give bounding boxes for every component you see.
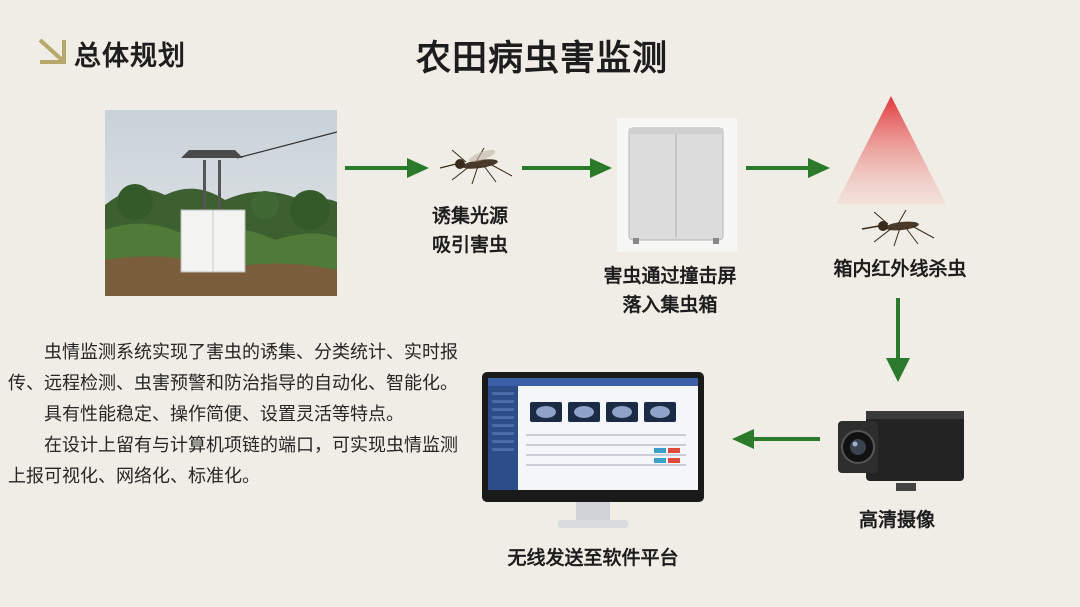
arrow-right-icon — [522, 156, 614, 180]
description-paragraph: 具有性能稳定、操作简便、设置灵活等特点。 — [8, 399, 463, 430]
box-caption-line1: 害虫通过撞击屏 — [585, 262, 755, 291]
arrow-right-icon — [345, 156, 431, 180]
infrared-caption: 箱内红外线杀虫 — [810, 255, 990, 284]
mosquito-icon — [432, 142, 522, 186]
hd-camera-image — [836, 405, 970, 493]
arrow-right-icon — [746, 156, 832, 180]
light-source-caption-line2: 吸引害虫 — [408, 231, 532, 260]
description-paragraph: 虫情监测系统实现了害虫的诱集、分类统计、实时报传、远程检测、虫害预警和防治指导的… — [8, 337, 463, 399]
infrared-beam-icon — [836, 96, 946, 206]
software-platform-monitor — [482, 372, 704, 536]
box-caption: 害虫通过撞击屏 落入集虫箱 — [585, 262, 755, 320]
page-title: 农田病虫害监测 — [362, 30, 722, 81]
box-caption-line2: 落入集虫箱 — [585, 291, 755, 320]
description-text: 虫情监测系统实现了害虫的诱集、分类统计、实时报传、远程检测、虫害预警和防治指导的… — [8, 337, 463, 492]
platform-caption: 无线发送至软件平台 — [480, 544, 706, 573]
arrow-left-icon — [730, 427, 820, 451]
mosquito-icon — [856, 204, 942, 248]
arrow-down-icon — [884, 298, 912, 384]
light-source-caption: 诱集光源 吸引害虫 — [408, 202, 532, 260]
field-station-photo — [105, 110, 337, 296]
collection-box-image — [617, 118, 737, 252]
section-label: 总体规划 — [74, 34, 186, 73]
arrow-down-right-icon — [36, 36, 70, 66]
light-source-caption-line1: 诱集光源 — [408, 202, 532, 231]
camera-caption: 高清摄像 — [822, 506, 972, 535]
description-paragraph: 在设计上留有与计算机项链的端口，可实现虫情监测上报可视化、网络化、标准化。 — [8, 430, 463, 492]
